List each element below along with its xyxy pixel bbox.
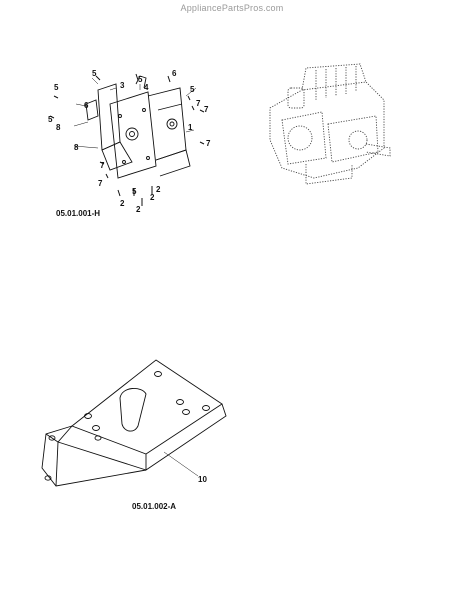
- diagram1-callout: 8: [56, 123, 61, 132]
- diagram1-callout: 2: [120, 199, 125, 208]
- diagram1-callout: 5: [138, 75, 143, 84]
- diagram1-callout: 6: [172, 69, 177, 78]
- diagram1-callout: 3: [120, 81, 125, 90]
- diagram1-code: 05.01.001-H: [56, 209, 101, 218]
- diagram1-callout: 7: [204, 105, 209, 114]
- diagram1-callout: 5: [132, 187, 137, 196]
- diagram1-callout: 7: [196, 99, 201, 108]
- diagram1-callout: 2: [156, 185, 161, 194]
- diagram2-code: 05.01.002-A: [132, 502, 177, 511]
- diagram1-callout: 7: [100, 161, 105, 170]
- diagram1-callout: 5: [54, 83, 59, 92]
- diagram1-callout: 5: [92, 69, 97, 78]
- watermark: AppliancePartsPros.com: [180, 3, 284, 13]
- diagram1-callout: 2: [136, 205, 141, 214]
- diagram1-callout: 5: [48, 115, 53, 124]
- diagram2-callout: 10: [198, 475, 207, 484]
- diagram1-callout: 5: [190, 85, 195, 94]
- engine-reference-image: [269, 63, 391, 185]
- diagram1-callout: 6: [84, 101, 89, 110]
- mounting-plate-diagram: 10: [41, 359, 227, 487]
- diagram1-callout: 1: [188, 123, 193, 132]
- diagram1-callout: 2: [150, 193, 155, 202]
- diagram1-callout: 8: [74, 143, 79, 152]
- diagram1-callout: 7: [206, 139, 211, 148]
- diagram1-callout: 4: [144, 83, 149, 92]
- diagram1-callout: 7: [98, 179, 103, 188]
